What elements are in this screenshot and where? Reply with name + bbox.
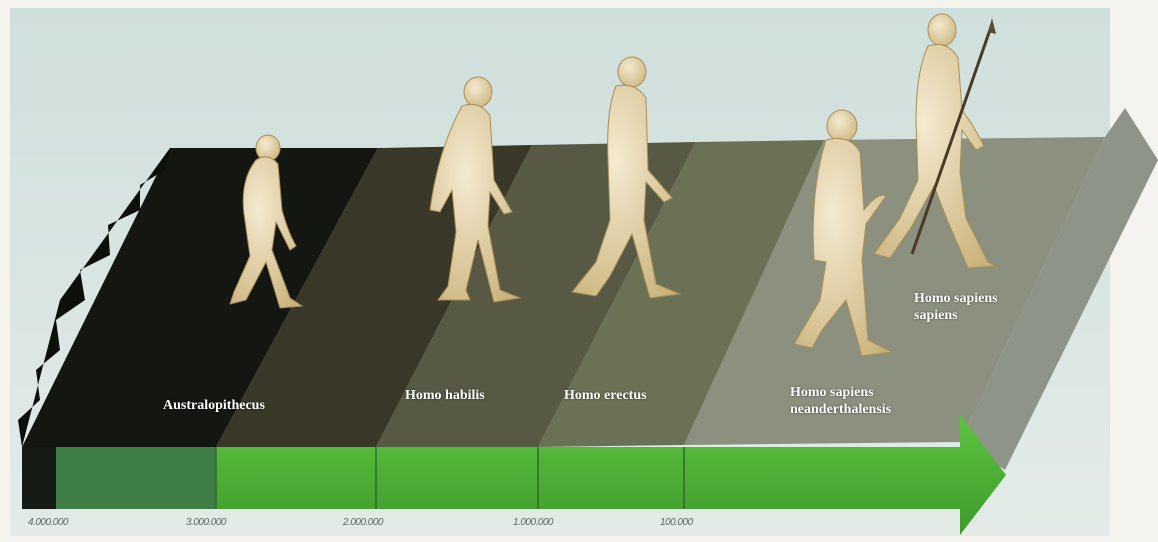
green-segment-dark: [56, 447, 216, 509]
tick-2000000: 2.000.000: [343, 517, 383, 528]
label-homo-erectus: Homo erectus: [564, 387, 647, 404]
tick-4000000: 4.000.000: [28, 517, 68, 528]
label-australopithecus: Australopithecus: [163, 397, 265, 414]
label-homo-habilis-line1: Homo habilis: [405, 388, 485, 403]
label-homo-habilis: Homo habilis: [405, 387, 485, 404]
tick-3000000: 3.000.000: [186, 517, 226, 528]
label-sapiens-sapiens-line2: sapiens: [914, 307, 998, 324]
front-face-dark: [22, 447, 56, 509]
tick-1000000: 1.000.000: [513, 517, 553, 528]
label-australopithecus-line1: Australopithecus: [163, 398, 265, 413]
label-homo-erectus-line1: Homo erectus: [564, 388, 647, 403]
label-neanderthalensis-line1: Homo sapiens: [790, 384, 891, 401]
label-neanderthalensis: Homo sapiens neanderthalensis: [790, 384, 891, 418]
label-sapiens-sapiens-line1: Homo sapiens: [914, 290, 998, 307]
label-neanderthalensis-line2: neanderthalensis: [790, 401, 891, 418]
tick-100000: 100.000: [660, 517, 693, 528]
label-sapiens-sapiens: Homo sapiens sapiens: [914, 290, 998, 324]
